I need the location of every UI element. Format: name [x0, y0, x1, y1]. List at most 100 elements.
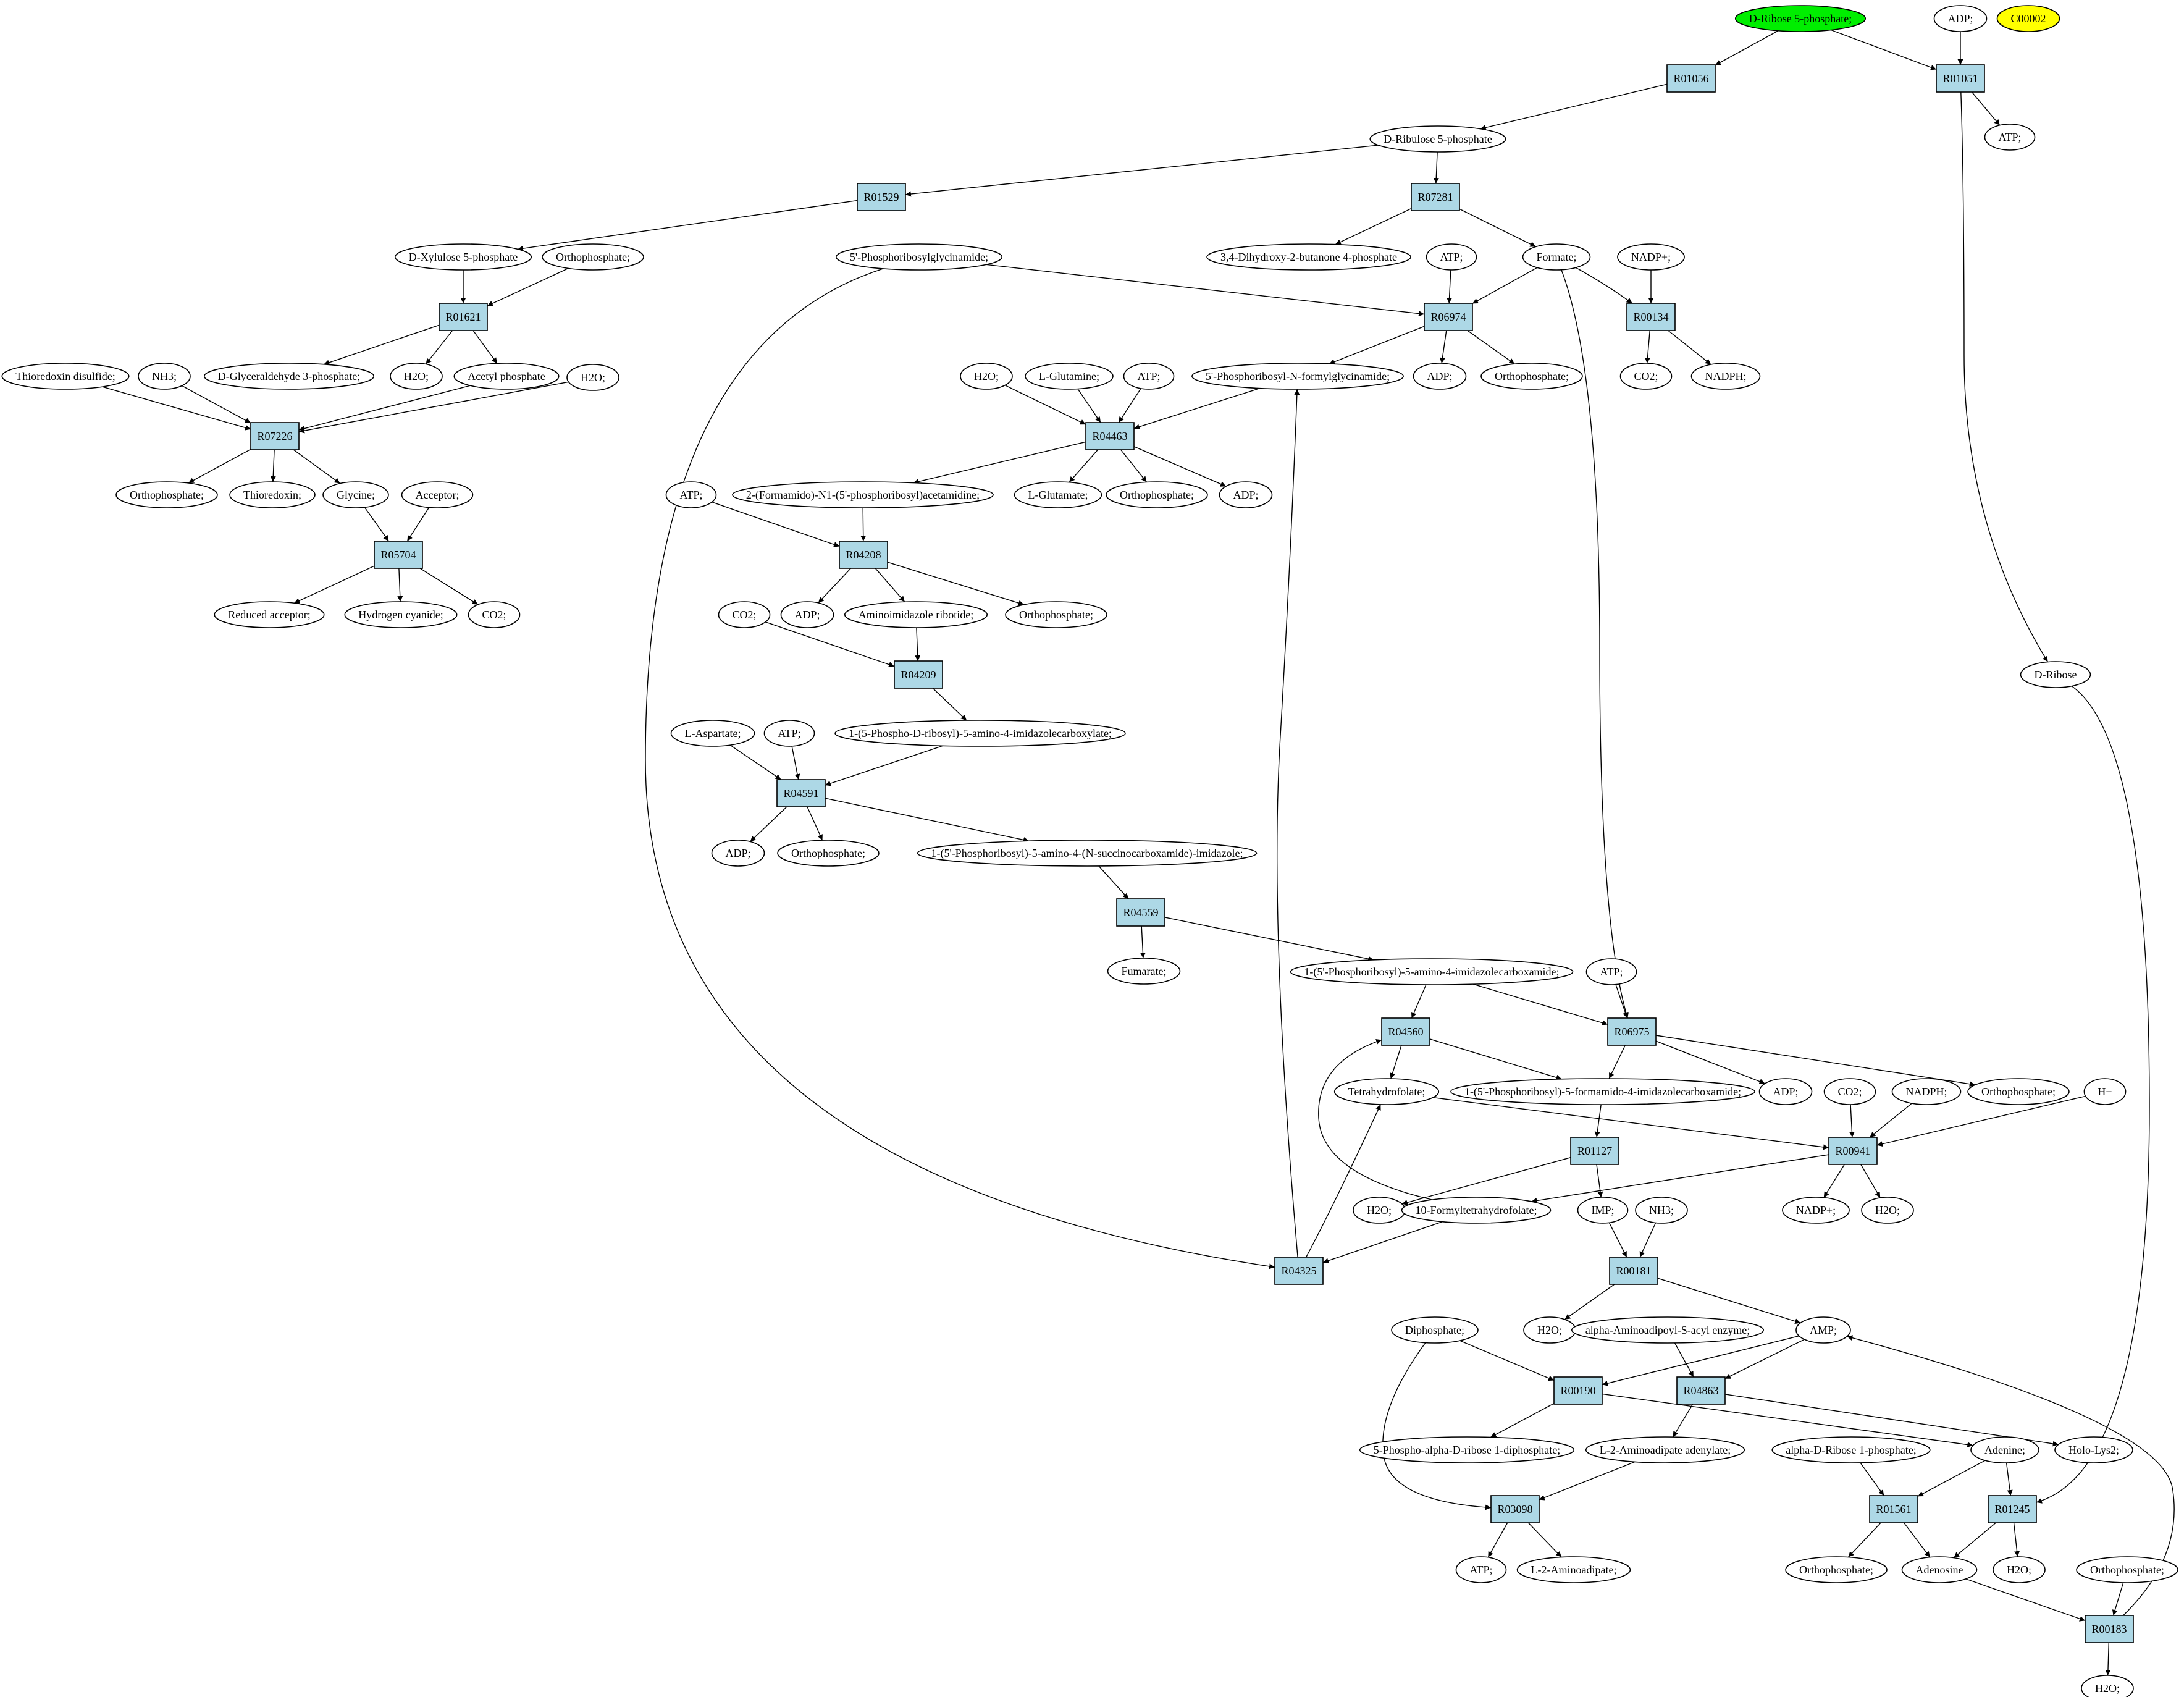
reaction-node-r_R06975[interactable]: R06975 — [1607, 1017, 1657, 1046]
compound-node-c_thf[interactable]: Tetrahydrofolate; — [1334, 1078, 1440, 1105]
compound-node-c_ribulose5p[interactable]: D-Ribulose 5-phosphate — [1369, 125, 1506, 153]
reaction-node-r_R04463[interactable]: R04463 — [1085, 422, 1135, 450]
compound-node-c_atp_r04463[interactable]: ATP; — [1123, 363, 1175, 390]
compound-node-c_imp[interactable]: IMP; — [1577, 1197, 1629, 1224]
compound-node-c_acceptor[interactable]: Acceptor; — [401, 481, 474, 508]
compound-node-c_adenosine[interactable]: Adenosine — [1901, 1556, 1978, 1583]
compound-node-c_adp_r06974[interactable]: ADP; — [1413, 363, 1467, 390]
compound-node-c_nh3_r00181[interactable]: NH3; — [1635, 1197, 1688, 1224]
compound-node-c_asp[interactable]: L-Aspartate; — [670, 720, 755, 747]
compound-node-c_diphosphate[interactable]: Diphosphate; — [1391, 1316, 1479, 1344]
compound-node-c_aicar[interactable]: 1-(5'-Phosphoribosyl)-5-amino-4-imidazol… — [1290, 958, 1574, 985]
compound-node-c_aadenylate[interactable]: L-2-Aminoadipate adenylate; — [1585, 1436, 1745, 1463]
compound-node-c_adp_r06975[interactable]: ADP; — [1758, 1078, 1813, 1105]
compound-node-c_h2o_r01245[interactable]: H2O; — [1993, 1556, 2046, 1583]
compound-node-c_co2_r04209[interactable]: CO2; — [718, 601, 771, 628]
reaction-node-r_R00183[interactable]: R00183 — [2085, 1615, 2134, 1643]
reaction-node-r_R06974[interactable]: R06974 — [1424, 303, 1473, 331]
compound-node-c_faicar[interactable]: 1-(5'-Phosphoribosyl)-5-formamido-4-imid… — [1450, 1078, 1755, 1105]
reaction-node-r_R04560[interactable]: R04560 — [1381, 1017, 1430, 1046]
reaction-node-r_R07281[interactable]: R07281 — [1411, 183, 1460, 211]
compound-node-c_adp_top[interactable]: ADP; — [1933, 5, 1988, 32]
reaction-node-r_R04208[interactable]: R04208 — [839, 541, 888, 569]
compound-node-c_aminoadipoyl[interactable]: alpha-Aminoadipoyl-S-acyl enzyme; — [1571, 1316, 1765, 1344]
compound-node-c_aadipate[interactable]: L-2-Aminoadipate; — [1516, 1556, 1631, 1583]
compound-node-c_trx[interactable]: Thioredoxin; — [229, 481, 316, 508]
compound-node-c_atp_r06974[interactable]: ATP; — [1426, 243, 1477, 271]
compound-node-c_atp_r06975[interactable]: ATP; — [1586, 958, 1637, 985]
reaction-node-r_R01621[interactable]: R01621 — [439, 303, 488, 331]
compound-node-c_redacc[interactable]: Reduced acceptor; — [214, 601, 325, 628]
compound-node-c_h2o_r00183[interactable]: H2O; — [2081, 1675, 2134, 1697]
compound-node-c_h2o_r04463[interactable]: H2O; — [960, 363, 1013, 390]
compound-node-c_c00002[interactable]: C00002 — [1996, 5, 2060, 32]
compound-node-c_adp_r04463[interactable]: ADP; — [1219, 481, 1273, 508]
compound-node-c_co2_r05704[interactable]: CO2; — [468, 601, 521, 628]
reaction-node-r_R01561[interactable]: R01561 — [1869, 1495, 1918, 1523]
compound-node-c_ortho_r07226[interactable]: Orthophosphate; — [116, 481, 218, 508]
compound-node-c_atp_r01051[interactable]: ATP; — [1984, 124, 2036, 151]
reaction-node-r_R00181[interactable]: R00181 — [1609, 1257, 1658, 1285]
reaction-node-r_R01051[interactable]: R01051 — [1936, 64, 1985, 93]
compound-node-c_ortho_r01561[interactable]: Orthophosphate; — [1785, 1556, 1888, 1583]
reaction-node-r_R01529[interactable]: R01529 — [857, 183, 906, 211]
reaction-node-r_R04559[interactable]: R04559 — [1116, 898, 1166, 927]
compound-node-c_hcn[interactable]: Hydrogen cyanide; — [344, 601, 458, 628]
reaction-node-r_R04325[interactable]: R04325 — [1274, 1257, 1324, 1285]
compound-node-c_saicar[interactable]: 1-(5'-Phosphoribosyl)-5-amino-4-(N-succi… — [917, 840, 1258, 867]
compound-node-c_gar[interactable]: 5'-Phosphoribosylglycinamide; — [836, 243, 1002, 271]
compound-node-c_h2o_r01621[interactable]: H2O; — [390, 363, 443, 390]
reaction-node-r_R00190[interactable]: R00190 — [1553, 1376, 1603, 1405]
reaction-node-r_R00941[interactable]: R00941 — [1828, 1137, 1878, 1165]
compound-node-c_h2o_r00941[interactable]: H2O; — [1861, 1197, 1914, 1224]
reaction-node-r_R01056[interactable]: R01056 — [1666, 64, 1716, 93]
compound-node-c_prpp[interactable]: 5-Phospho-alpha-D-ribose 1-diphosphate; — [1359, 1436, 1575, 1463]
compound-node-c_ortho_r06974[interactable]: Orthophosphate; — [1480, 363, 1583, 390]
compound-node-c_ortho_r04208[interactable]: Orthophosphate; — [1005, 601, 1107, 628]
compound-node-c_dribose[interactable]: D-Ribose — [2020, 661, 2091, 688]
compound-node-c_ortho_r04591[interactable]: Orthophosphate; — [777, 840, 880, 867]
compound-node-c_dhbp[interactable]: 3,4-Dihydroxy-2-butanone 4-phosphate — [1206, 243, 1411, 271]
compound-node-c_formate[interactable]: Formate; — [1522, 243, 1591, 271]
compound-node-c_atp_r04208[interactable]: ATP; — [665, 481, 717, 508]
compound-node-c_h2o_r00181[interactable]: H2O; — [1523, 1316, 1576, 1344]
compound-node-c_10fthf[interactable]: 10-Formyltetrahydrofolate; — [1401, 1197, 1552, 1224]
compound-node-c_g3p[interactable]: D-Glyceraldehyde 3-phosphate; — [203, 363, 375, 390]
compound-node-c_amp[interactable]: AMP; — [1796, 1316, 1851, 1344]
compound-node-c_acetylp[interactable]: Acetyl phosphate — [453, 363, 560, 390]
compound-node-c_fumarate[interactable]: Fumarate; — [1107, 958, 1181, 985]
compound-node-c_glycine[interactable]: Glycine; — [322, 481, 389, 508]
reaction-node-r_R04591[interactable]: R04591 — [776, 779, 826, 807]
compound-node-c_atp_r04591[interactable]: ATP; — [763, 720, 815, 747]
compound-node-c_nadph_r00134[interactable]: NADPH; — [1690, 363, 1761, 390]
reaction-node-r_R07226[interactable]: R07226 — [250, 422, 300, 450]
compound-node-c_air[interactable]: Aminoimidazole ribotide; — [844, 601, 988, 628]
compound-node-c_nh3_r07226[interactable]: NH3; — [138, 363, 191, 390]
compound-node-c_holo[interactable]: Holo-Lys2; — [2054, 1436, 2133, 1463]
compound-node-c_nadph_r00941[interactable]: NADPH; — [1891, 1078, 1962, 1105]
compound-node-c_cair[interactable]: 1-(5-Phospho-D-ribosyl)-5-amino-4-imidaz… — [834, 720, 1126, 747]
compound-node-c_atp_r03098[interactable]: ATP; — [1455, 1556, 1507, 1583]
compound-node-c_trxss[interactable]: Thioredoxin disulfide; — [1, 363, 130, 390]
compound-node-c_fgar[interactable]: 5'-Phosphoribosyl-N-formylglycinamide; — [1191, 363, 1404, 390]
compound-node-c_ribose5p[interactable]: D-Ribose 5-phosphate; — [1734, 5, 1867, 32]
reaction-node-r_R03098[interactable]: R03098 — [1490, 1495, 1540, 1523]
compound-node-c_r1p[interactable]: alpha-D-Ribose 1-phosphate; — [1771, 1436, 1931, 1463]
compound-node-c_ortho_r00183[interactable]: Orthophosphate; — [2076, 1556, 2178, 1583]
reaction-node-r_R04863[interactable]: R04863 — [1676, 1376, 1726, 1405]
compound-node-c_fgam[interactable]: 2-(Formamido)-N1-(5'-phosphoribosyl)acet… — [732, 481, 994, 508]
compound-node-c_adp_r04208[interactable]: ADP; — [780, 601, 834, 628]
compound-node-c_co2_r00134[interactable]: CO2; — [1619, 363, 1673, 390]
compound-node-c_co2_r00941[interactable]: CO2; — [1823, 1078, 1876, 1105]
compound-node-c_hplus[interactable]: H+ — [2083, 1078, 2127, 1105]
reaction-node-r_R04209[interactable]: R04209 — [894, 660, 943, 689]
compound-node-c_h2o_r07226[interactable]: H2O; — [566, 364, 620, 391]
compound-node-c_ortho_r06975[interactable]: Orthophosphate; — [1967, 1078, 2070, 1105]
reaction-node-r_R01245[interactable]: R01245 — [1988, 1495, 2037, 1523]
compound-node-c_ortho_r04463[interactable]: Orthophosphate; — [1106, 481, 1208, 508]
compound-node-c_ortho_r01621[interactable]: Orthophosphate; — [542, 243, 644, 271]
reaction-node-r_R00134[interactable]: R00134 — [1626, 303, 1676, 331]
compound-node-c_nadp_r00941[interactable]: NADP+; — [1782, 1197, 1850, 1224]
compound-node-c_adp_r04591[interactable]: ADP; — [711, 840, 765, 867]
compound-node-c_gln[interactable]: L-Glutamine; — [1025, 363, 1114, 390]
